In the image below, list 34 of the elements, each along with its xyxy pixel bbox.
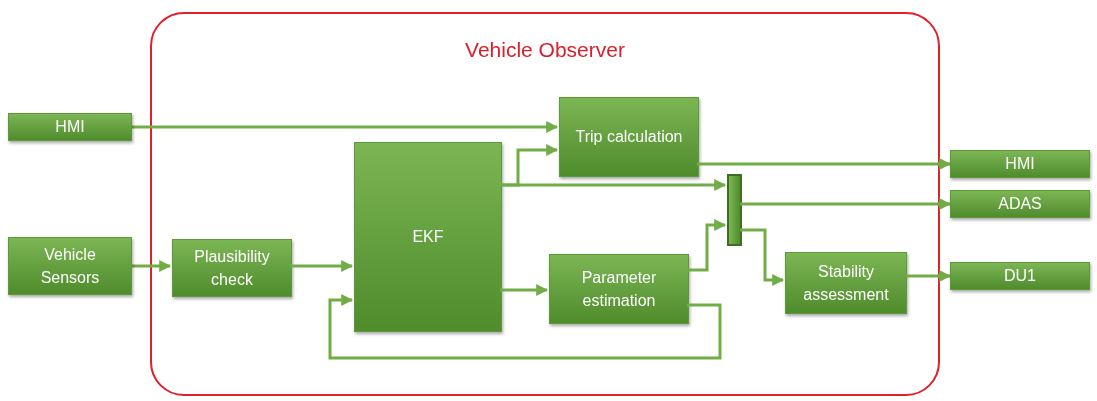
box-label: Plausibility check — [193, 246, 271, 290]
arrow — [697, 158, 952, 170]
process-box — [559, 97, 699, 177]
merge-bar — [727, 174, 742, 246]
box-label: Stability assessment — [802, 261, 890, 305]
arrow — [740, 198, 952, 210]
arrow — [905, 270, 952, 282]
box-label: Parameter estimation — [580, 267, 658, 311]
process-box — [8, 237, 132, 295]
arrow — [290, 260, 354, 272]
box-label: HMI — [54, 117, 86, 138]
arrow — [500, 179, 727, 191]
process-box — [354, 142, 502, 332]
process-box — [172, 239, 292, 297]
process-box — [950, 262, 1090, 290]
observer-frame — [150, 12, 940, 396]
arrow — [687, 219, 727, 272]
arrow — [740, 228, 785, 286]
frame-title: Vehicle Observer — [464, 38, 626, 62]
box-label: HMI — [1004, 154, 1036, 175]
process-box — [950, 190, 1090, 218]
process-box — [549, 254, 689, 324]
arrow — [132, 260, 172, 272]
box-label: DU1 — [1003, 266, 1037, 287]
box-label: Trip calculation — [574, 127, 684, 148]
process-box — [785, 252, 907, 314]
box-label: Vehicle Sensors — [39, 244, 101, 288]
box-label: EKF — [411, 227, 445, 248]
process-box — [950, 150, 1090, 178]
arrow — [132, 121, 559, 133]
arrow — [500, 284, 549, 296]
box-label: ADAS — [997, 194, 1043, 215]
process-box — [8, 113, 132, 141]
arrow — [328, 294, 722, 360]
